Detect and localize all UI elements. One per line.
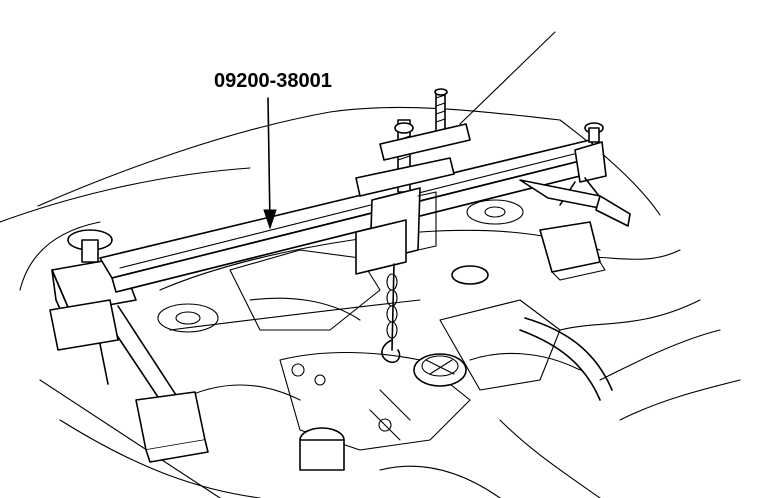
support-beam	[99, 122, 631, 293]
part-number-label: 09200-38001	[214, 70, 332, 92]
engine-bay	[157, 199, 741, 498]
hood-outline	[0, 106, 661, 498]
left-support-stand	[49, 229, 209, 463]
hanger-assembly	[355, 31, 556, 364]
part-number-leader	[263, 97, 277, 230]
